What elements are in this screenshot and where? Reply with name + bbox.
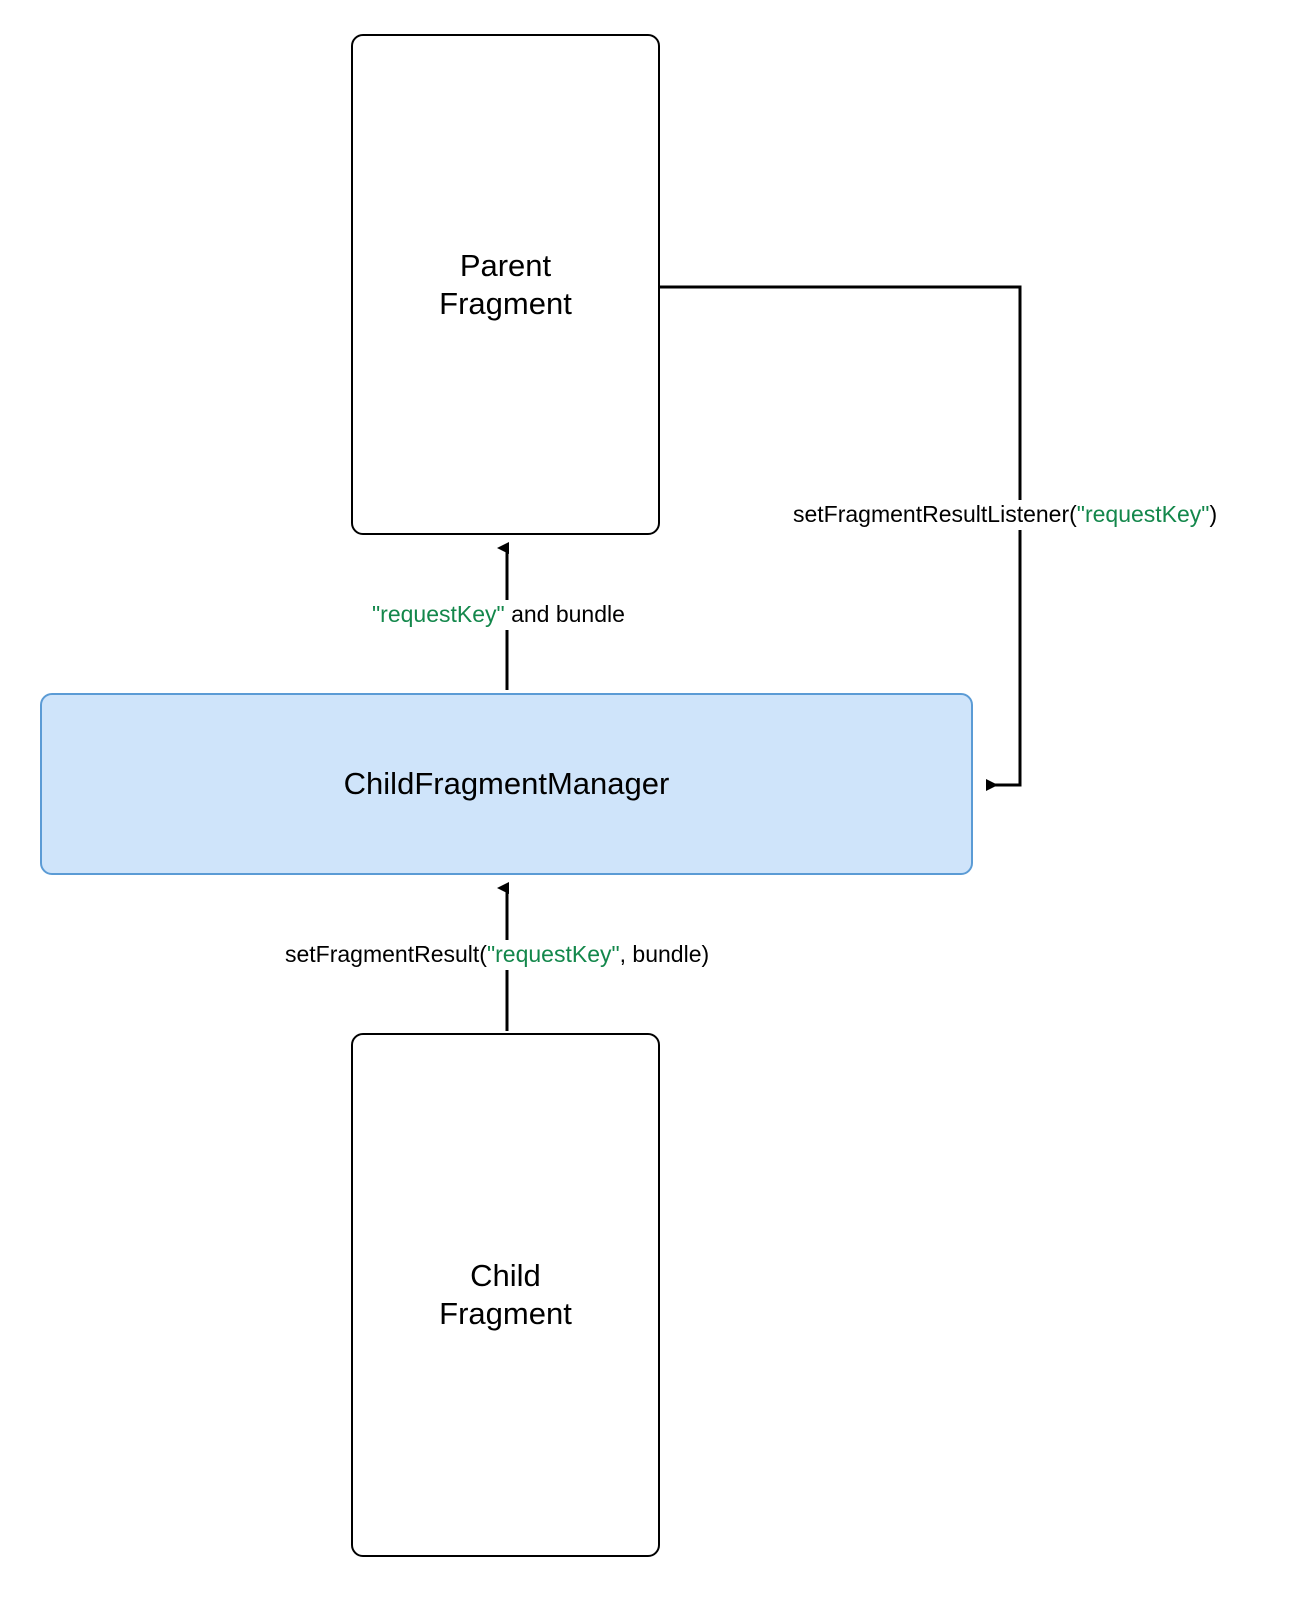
node-child-fragment-label: Child Fragment	[439, 1258, 572, 1331]
edge-label-suffix: and bundle	[504, 601, 625, 627]
edge-label-request-key: "requestKey"	[486, 941, 620, 967]
edge-label-suffix: )	[1209, 501, 1218, 527]
node-child-fragment-manager-label: ChildFragmentManager	[343, 766, 670, 802]
edge-label-suffix: , bundle)	[619, 941, 710, 967]
edge-label-set-fragment-result: setFragmentResult("requestKey", bundle)	[281, 940, 714, 970]
node-child-fragment-manager[interactable]: ChildFragmentManager	[40, 693, 973, 875]
edge-label-request-key: "requestKey"	[372, 601, 505, 627]
edge-label-prefix: setFragmentResultListener(	[793, 501, 1077, 527]
edge-label-request-key: "requestKey"	[1076, 501, 1210, 527]
edge-label-request-key-and-bundle: "requestKey" and bundle	[368, 600, 629, 630]
node-child-fragment[interactable]: Child Fragment	[351, 1033, 660, 1557]
edge-label-set-fragment-result-listener: setFragmentResultListener("requestKey")	[789, 500, 1222, 530]
edge-label-prefix: setFragmentResult(	[285, 941, 487, 967]
node-parent-fragment[interactable]: Parent Fragment	[351, 34, 660, 535]
node-parent-fragment-label: Parent Fragment	[439, 247, 572, 321]
